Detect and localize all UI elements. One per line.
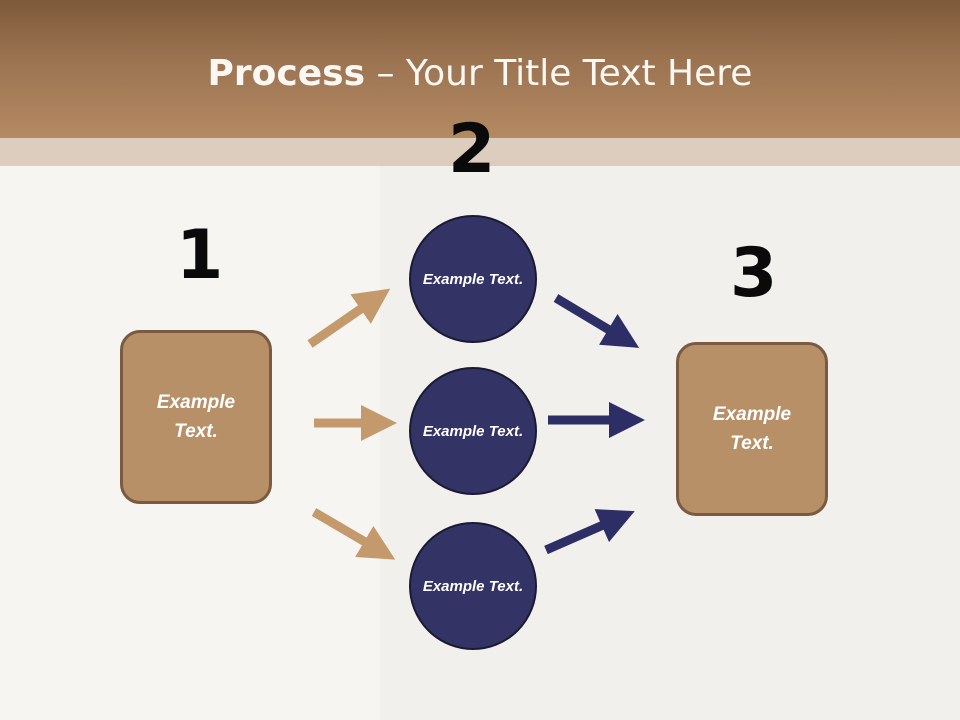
title-bar xyxy=(0,0,960,138)
step-3-box: Example Text. xyxy=(676,342,828,516)
step-1-box: Example Text. xyxy=(120,330,272,504)
step-number-2: 2 xyxy=(448,110,496,189)
slide-title-bold: Process xyxy=(207,53,366,94)
arrow-to-circle-3 xyxy=(311,508,396,560)
arrow-from-circle-1 xyxy=(553,294,640,348)
step-3-box-text: Example Text. xyxy=(712,404,792,454)
circle-2-text: Example Text. xyxy=(422,422,524,440)
step-2-circle-1: Example Text. xyxy=(409,215,537,343)
step-1-box-text: Example Text. xyxy=(156,392,236,442)
title-bar-band xyxy=(0,138,960,166)
slide-title-rest: – Your Title Text Here xyxy=(365,53,753,94)
arrow-to-circle-1 xyxy=(307,288,391,348)
circle-1-text: Example Text. xyxy=(422,270,524,288)
step-2-circle-2: Example Text. xyxy=(409,367,537,495)
step-2-circle-3: Example Text. xyxy=(409,522,537,650)
step-number-1: 1 xyxy=(176,216,224,295)
arrow-from-circle-3 xyxy=(544,509,635,555)
slide-title: Process – Your Title Text Here xyxy=(0,52,960,96)
step-number-3: 3 xyxy=(730,234,778,313)
circle-3-text: Example Text. xyxy=(422,577,524,595)
